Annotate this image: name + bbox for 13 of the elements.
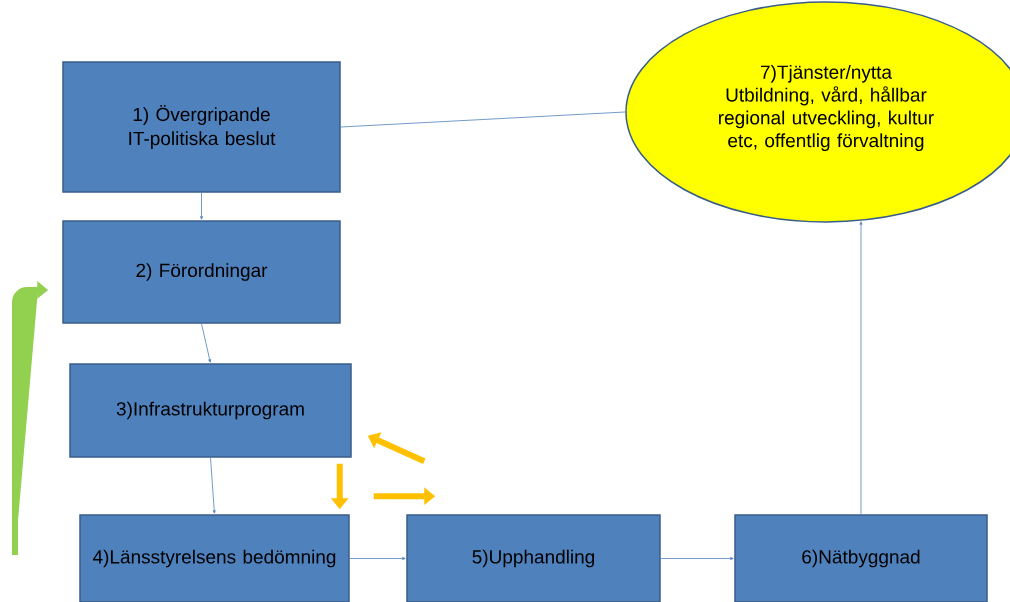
process-box: 1) Övergripande IT-politiska beslut bbox=[62, 61, 341, 193]
arrow bbox=[859, 221, 863, 515]
process-box: 3)Infrastrukturprogram bbox=[69, 363, 352, 458]
arrow bbox=[200, 192, 203, 220]
process-box: 2) Förordningar bbox=[62, 220, 341, 324]
arrow bbox=[201, 323, 212, 363]
process-box: 6)Nätbyggnad bbox=[734, 514, 988, 602]
process-box: 4)Länsstyrelsens bedömning bbox=[79, 514, 350, 602]
connector-line bbox=[340, 111, 626, 128]
arrow bbox=[210, 457, 216, 514]
process-box: 5)Upphandling bbox=[406, 514, 661, 602]
arrow bbox=[349, 557, 406, 560]
arrow bbox=[660, 557, 734, 560]
